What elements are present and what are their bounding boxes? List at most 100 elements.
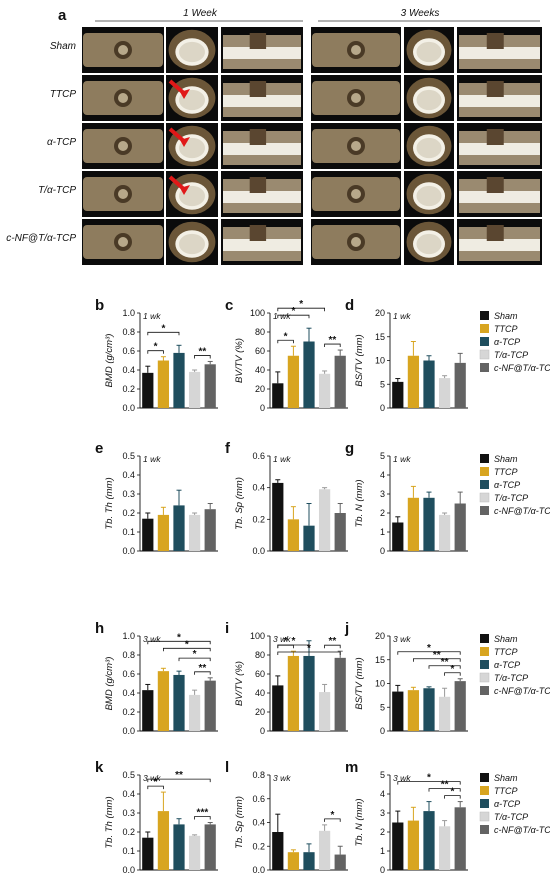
microct-tile-r5-c2 [166, 219, 218, 265]
significance-bracket [194, 816, 211, 820]
marrow-core [179, 41, 205, 63]
bar-1 [287, 852, 300, 870]
y-tick-label: 0.2 [122, 508, 135, 518]
microct-tile-r1-c4 [311, 27, 401, 73]
significance-bracket [277, 651, 341, 655]
legend-label: TTCP [494, 647, 518, 657]
bone-lower-cortex [223, 251, 301, 261]
bar-1 [287, 355, 300, 408]
microct-tile-r2-c4 [311, 75, 401, 121]
defect-site [486, 177, 504, 193]
y-axis-label: BS/TV (mm) [354, 334, 365, 386]
defect-fill [351, 189, 361, 199]
y-tick-label: 0.1 [122, 527, 135, 537]
y-axis-label: BV/TV (%) [234, 661, 245, 706]
y-tick-label: 0.8 [122, 327, 135, 337]
y-tick-label: 3 [380, 489, 385, 499]
defect-site [249, 177, 267, 193]
significance-bracket [147, 640, 211, 645]
legend-swatch [480, 634, 489, 643]
y-tick-label: 0 [260, 726, 265, 736]
legend-swatch [480, 686, 489, 695]
bone-lower-cortex [223, 203, 301, 213]
y-tick-label: 20 [375, 631, 385, 641]
marrow-core [416, 137, 442, 159]
y-tick-label: 5 [380, 770, 385, 780]
defect-site [249, 81, 267, 97]
bar-2 [173, 352, 185, 408]
y-axis-label: BMD (g/cm³) [104, 657, 115, 711]
row-label-sham: Sham [50, 41, 76, 52]
significance-label: ** [175, 770, 183, 781]
legend-label: c-NF@T/α-TCP [494, 363, 550, 373]
legend-label: Sham [494, 634, 518, 644]
significance-bracket [397, 781, 461, 785]
y-tick-label: 0.4 [122, 365, 135, 375]
y-tick-label: 5 [380, 379, 385, 389]
bar-2 [303, 852, 315, 870]
bar-0 [392, 822, 404, 870]
row-label-ttcp: TTCP [50, 89, 76, 100]
bar-3 [318, 373, 331, 408]
significance-bracket [163, 647, 211, 652]
legend-label: Sham [494, 773, 518, 783]
significance-label: * [427, 773, 431, 784]
chart-panel-e: e0.00.10.20.30.40.5Tb. Th (mm)1 wk [95, 440, 218, 556]
y-tick-label: 0.0 [122, 726, 135, 736]
y-tick-label: 4 [380, 789, 385, 799]
significance-label: * [154, 342, 158, 353]
legend-label: TTCP [494, 467, 518, 477]
microct-tile-r5-c3 [221, 219, 303, 265]
legend-swatch [480, 825, 489, 834]
y-tick-label: 40 [255, 688, 265, 698]
week-label: 1 wk [393, 311, 411, 321]
y-tick-label: 5 [380, 702, 385, 712]
significance-label: * [450, 664, 454, 675]
week-label: 1 wk [393, 454, 411, 464]
bar-2 [173, 674, 185, 731]
y-axis-label: Tb. Sp (mm) [234, 477, 245, 530]
microct-tile-r3-c1 [82, 123, 164, 169]
legend-label: c-NF@T/α-TCP [494, 825, 550, 835]
y-tick-label: 5 [380, 451, 385, 461]
legend-label: α-TCP [494, 480, 520, 490]
panel-label-e: e [95, 440, 103, 457]
bone-lower-cortex [459, 251, 540, 261]
bar-4 [454, 503, 466, 551]
legend-swatch [479, 811, 490, 822]
significance-bracket [428, 788, 461, 792]
significance-bracket [428, 665, 461, 669]
microct-tile-r3-c4 [311, 123, 401, 169]
y-tick-label: 0.2 [122, 384, 135, 394]
marrow-core [416, 233, 442, 255]
y-tick-label: 0.2 [252, 841, 265, 851]
legend-swatch [480, 337, 489, 346]
y-tick-label: 0.0 [252, 865, 265, 875]
y-tick-label: 2 [380, 508, 385, 518]
marrow-strip [459, 239, 540, 251]
red-arrow-head [180, 185, 190, 195]
bar-0 [142, 690, 154, 731]
legend-swatch [480, 467, 489, 476]
marrow-strip [223, 191, 301, 203]
bone-lower-cortex [459, 203, 540, 213]
bar-4 [204, 509, 216, 551]
y-tick-label: 100 [250, 308, 265, 318]
panel-label-a: a [58, 7, 67, 24]
week-label: 3 wk [393, 773, 411, 783]
y-tick-label: 0.6 [252, 451, 265, 461]
microct-image-grid [82, 27, 542, 265]
bar-4 [454, 807, 466, 870]
bar-4 [334, 657, 346, 731]
legend-label: TTCP [494, 324, 518, 334]
y-tick-label: 0.8 [252, 770, 265, 780]
chart-panel-k: k0.00.10.20.30.40.5Tb. Th (mm)3 wk****** [95, 759, 218, 875]
y-tick-label: 0.6 [122, 669, 135, 679]
microct-tile-r1-c6 [457, 27, 542, 73]
microct-tile-r5-c6 [457, 219, 542, 265]
y-tick-label: 0.6 [122, 346, 135, 356]
panel-label-j: j [344, 620, 349, 637]
